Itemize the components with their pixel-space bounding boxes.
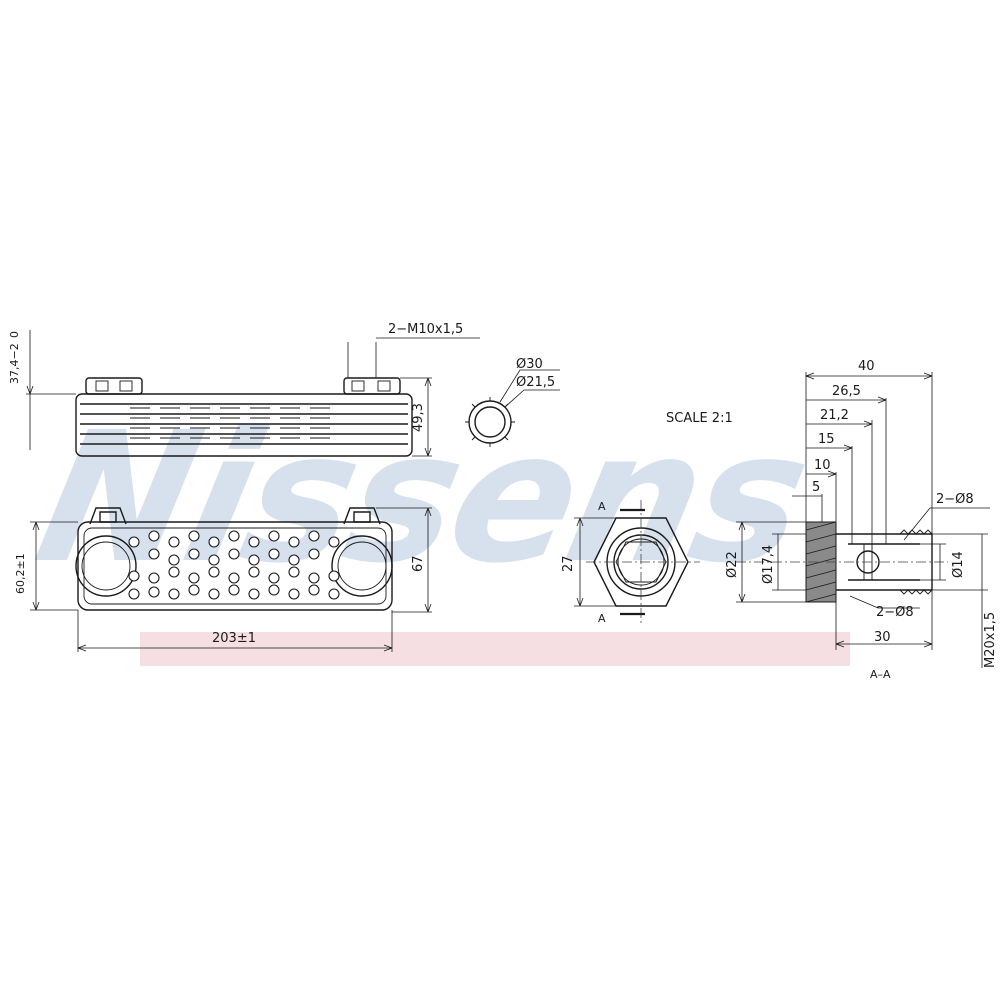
dim-sec-d14: Ø14 [951,551,966,578]
dim-sec-30: 30 [874,630,891,645]
dim-sec-26-5: 26,5 [832,384,861,399]
dim-side-top: 37,4−2 [8,343,21,384]
dim-sec-40: 40 [858,359,875,374]
dim-sec-21-2: 21,2 [820,408,849,423]
section-marker-bottom: A [598,612,606,625]
dim-sec-5: 5 [812,480,820,495]
dim-sec-d22: Ø22 [725,551,740,578]
dim-hex-across: 27 [561,555,576,572]
watermark-logo: Nissens [22,393,823,603]
top-view-dimples [128,530,340,600]
section-marker-top: A [598,500,606,513]
dim-sec-holes-bottom: 2−Ø8 [876,605,914,620]
dim-thread-ports: 2−M10x1,5 [388,322,463,337]
section-label: A–A [870,668,891,681]
seal-ring-view: Ø30 Ø21,5 [465,357,560,447]
seal-ring-inner [474,406,506,438]
top-view-left-port [75,535,137,597]
side-view: 0 37,4−2 49,3 2−M10x1,5 [8,322,480,457]
dim-sec-15: 15 [818,432,835,447]
dim-sec-10: 10 [814,458,831,473]
dim-sec-thread: M20x1,5 [983,612,998,668]
dim-ring-outer: Ø30 [516,357,543,372]
top-view-right-port [331,535,393,597]
dim-top-height-tol: 60,2±1 [14,553,27,594]
section-aa-view: 40 26,5 21,2 15 10 5 2−Ø8 Ø22 Ø17,4 Ø14 … [725,359,998,681]
side-view-left-cap [85,377,143,395]
dim-sec-d17-4: Ø17,4 [761,545,776,584]
watermark-red-band [140,632,850,666]
dim-ring-inner: Ø21,5 [516,375,555,390]
side-view-body [75,393,413,457]
scale-label: SCALE 2:1 [666,411,733,426]
dim-top-height: 67 [411,555,426,572]
top-view: 60,2±1 67 203±1 [14,507,432,652]
dim-top-length: 203±1 [212,631,256,646]
dim-sec-holes-top: 2−Ø8 [936,492,974,507]
dim-side-zero: 0 [8,331,21,338]
hex-fitting-view: A A 27 [561,500,700,625]
dim-side-height: 49,3 [411,403,426,432]
